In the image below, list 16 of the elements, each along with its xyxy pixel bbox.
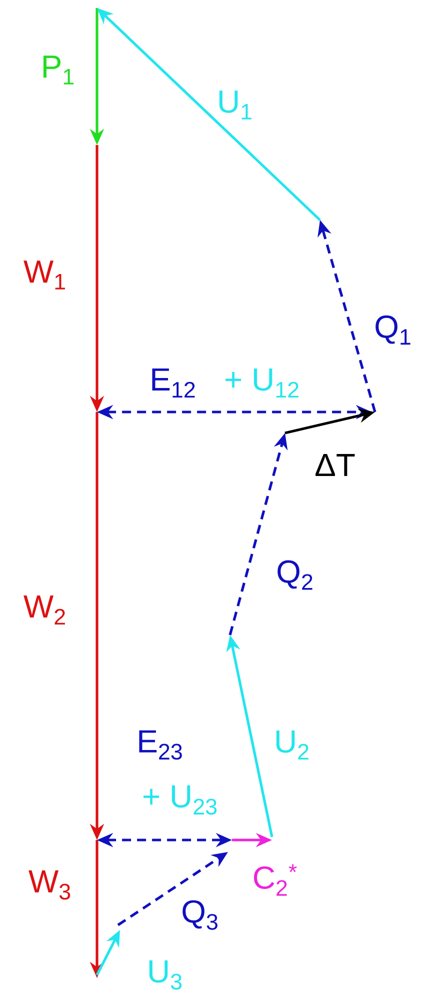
vector-label: Q$_{2}$ bbox=[278, 560, 312, 590]
vector-label: + U$_{23}$ bbox=[144, 785, 217, 815]
vector-label: W$_{3}$ bbox=[28, 870, 70, 900]
vector-label: W$_{1}$ bbox=[24, 260, 65, 290]
vector-label: U$_{3}$ bbox=[149, 960, 182, 990]
vector-label: ΔT bbox=[316, 454, 355, 476]
vector-label: W$_{2}$ bbox=[24, 595, 65, 625]
vector-label: E$_{23}$ bbox=[139, 730, 182, 760]
vector-label: C$_{2}$* bbox=[254, 864, 297, 896]
vector-label: Q$_{1}$ bbox=[376, 315, 410, 345]
vector-label: Q$_{3}$ bbox=[182, 900, 218, 930]
vector-label: U$_{2}$ bbox=[276, 730, 308, 760]
vector-label: + U$_{12}$ bbox=[226, 368, 298, 398]
vector-label: E$_{12}$ bbox=[152, 368, 195, 398]
vector-label: P$_{1}$ bbox=[43, 56, 74, 84]
vector-label: U$_{1}$ bbox=[219, 90, 252, 120]
